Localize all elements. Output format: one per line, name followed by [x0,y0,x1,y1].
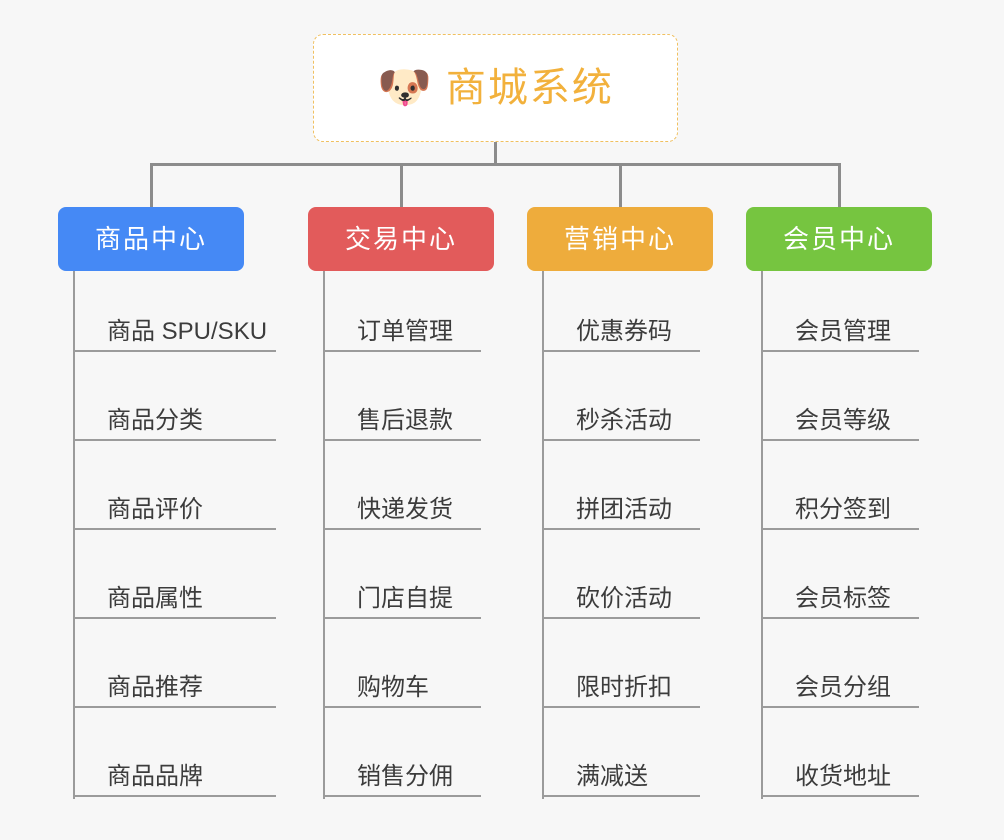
leaf-item-label: 销售分佣 [357,763,453,790]
leaf-item[interactable]: 会员管理 [761,302,919,352]
leaf-item[interactable]: 门店自提 [323,569,481,619]
leaf-item-label: 购物车 [357,674,429,701]
leaf-item-label: 积分签到 [795,496,891,523]
leaf-item[interactable]: 会员标签 [761,569,919,619]
leaf-item[interactable]: 商品 SPU/SKU [73,302,276,352]
leaf-item-label: 售后退款 [357,407,453,434]
root-node-mall-system[interactable]: 🐶 商城系统 [313,34,678,142]
leaf-item-label: 限时折扣 [576,674,672,701]
leaf-item-label: 门店自提 [357,585,453,612]
leaf-item-label: 秒杀活动 [576,407,672,434]
leaf-item-label: 商品推荐 [107,674,203,701]
leaf-item[interactable]: 快递发货 [323,480,481,530]
category-box-4[interactable]: 会员中心 [746,207,932,271]
category-box-3[interactable]: 营销中心 [527,207,713,271]
connector-branch-drop-3 [619,163,622,207]
connector-spine-1 [73,271,75,799]
leaf-item[interactable]: 销售分佣 [323,747,481,797]
connector-branch-drop-1 [150,163,153,207]
leaf-item-label: 会员标签 [795,585,891,612]
leaf-item[interactable]: 购物车 [323,658,481,708]
category-label: 交易中心 [344,224,457,254]
leaf-item[interactable]: 会员分组 [761,658,919,708]
leaf-item-label: 商品 SPU/SKU [107,318,268,345]
leaf-item[interactable]: 会员等级 [761,391,919,441]
leaf-item[interactable]: 商品属性 [73,569,276,619]
leaf-item[interactable]: 售后退款 [323,391,481,441]
connector-branch-drop-2 [400,163,403,207]
leaf-item[interactable]: 商品推荐 [73,658,276,708]
leaf-item-label: 收货地址 [795,763,891,790]
category-box-2[interactable]: 交易中心 [308,207,494,271]
leaf-item-label: 商品品牌 [107,763,203,790]
leaf-item-label: 优惠券码 [576,318,672,345]
leaf-item-label: 会员等级 [795,407,891,434]
leaf-item[interactable]: 满减送 [542,747,700,797]
leaf-item[interactable]: 收货地址 [761,747,919,797]
category-label: 会员中心 [782,224,895,254]
connector-horizontal-bus [151,163,839,166]
connector-spine-4 [761,271,763,799]
leaf-item[interactable]: 砍价活动 [542,569,700,619]
leaf-item[interactable]: 秒杀活动 [542,391,700,441]
leaf-item-label: 砍价活动 [576,585,672,612]
category-label: 营销中心 [563,224,676,254]
leaf-item[interactable]: 积分签到 [761,480,919,530]
leaf-item-label: 商品属性 [107,585,203,612]
connector-branch-drop-4 [838,163,841,207]
leaf-item[interactable]: 订单管理 [323,302,481,352]
connector-spine-3 [542,271,544,799]
leaf-item-label: 商品评价 [107,496,203,523]
leaf-item-label: 会员管理 [795,318,891,345]
leaf-item[interactable]: 优惠券码 [542,302,700,352]
leaf-item[interactable]: 商品品牌 [73,747,276,797]
leaf-item[interactable]: 限时折扣 [542,658,700,708]
leaf-item[interactable]: 拼团活动 [542,480,700,530]
leaf-item-label: 满减送 [576,763,648,790]
category-label: 商品中心 [94,224,207,254]
leaf-item[interactable]: 商品评价 [73,480,276,530]
connector-root-stem [494,142,497,166]
leaf-item-label: 订单管理 [357,318,453,345]
leaf-item[interactable]: 商品分类 [73,391,276,441]
leaf-item-label: 快递发货 [357,496,453,523]
connector-spine-2 [323,271,325,799]
dog-face-icon: 🐶 [377,63,432,112]
leaf-item-label: 拼团活动 [576,496,672,523]
leaf-item-label: 会员分组 [795,674,891,701]
category-box-1[interactable]: 商品中心 [58,207,244,271]
leaf-item-label: 商品分类 [107,407,203,434]
root-node-title: 商城系统 [445,66,614,110]
